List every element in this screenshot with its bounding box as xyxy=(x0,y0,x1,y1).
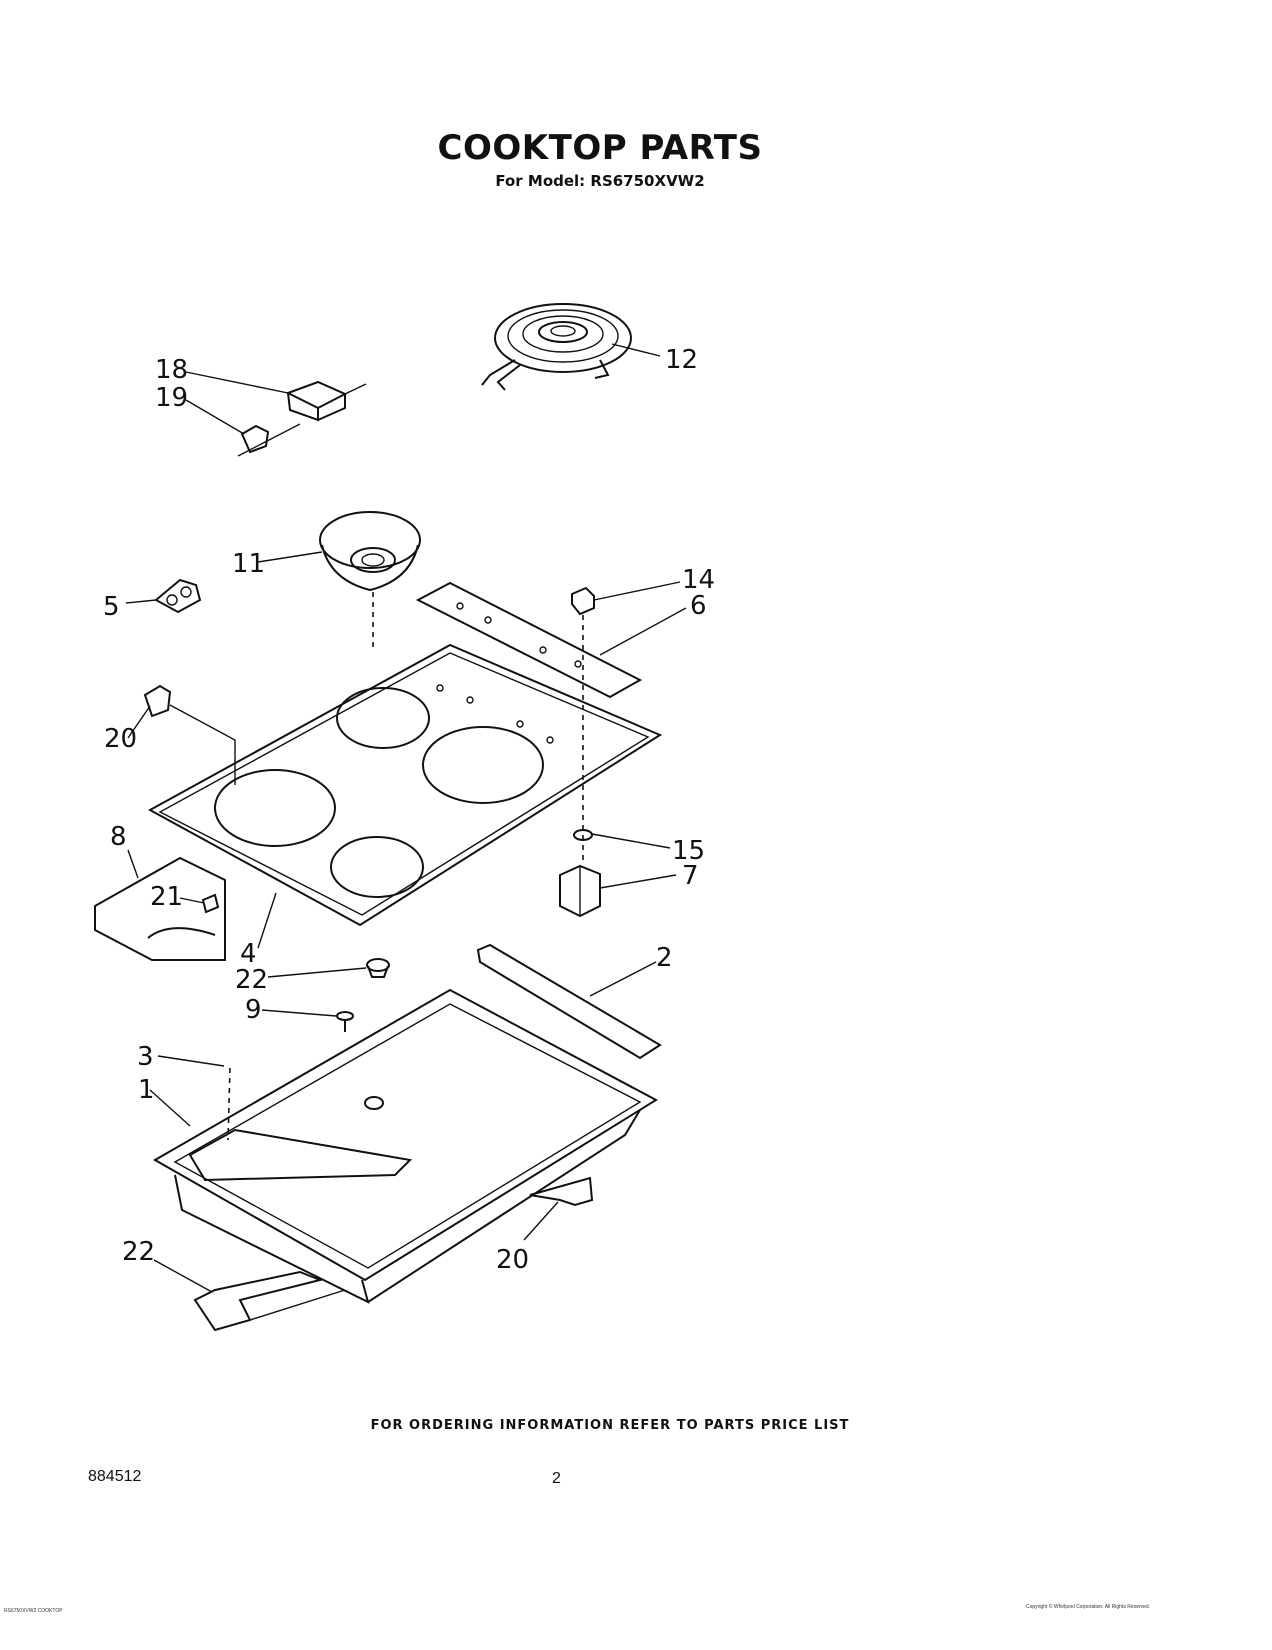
infinite-switch[interactable] xyxy=(559,864,601,918)
label-part-8: 8 xyxy=(110,822,127,852)
terminal-bracket[interactable] xyxy=(285,380,367,422)
screw[interactable] xyxy=(336,1011,354,1032)
label-part-6: 6 xyxy=(690,591,707,621)
page-title: COOKTOP PARTS xyxy=(437,128,763,168)
receptacle[interactable] xyxy=(154,578,202,614)
terminal-block[interactable] xyxy=(237,423,301,457)
wiring-harness-box[interactable] xyxy=(94,856,226,961)
burner-box[interactable] xyxy=(152,988,659,1304)
washer[interactable] xyxy=(573,829,593,841)
support-bar[interactable] xyxy=(188,1067,413,1182)
label-part-5: 5 xyxy=(103,592,120,622)
knob-clip[interactable] xyxy=(571,586,595,616)
side-bracket[interactable] xyxy=(529,1176,594,1207)
drip-bowl[interactable] xyxy=(319,511,421,592)
model-subtitle: For Model: RS6750XVW2 xyxy=(495,172,705,190)
label-part-1: 1 xyxy=(138,1075,155,1105)
label-part-18: 20 xyxy=(104,724,137,754)
label-part-7: 7 xyxy=(682,861,699,891)
label-part-4: 4 xyxy=(240,939,257,969)
wire-nut[interactable] xyxy=(201,893,220,914)
label-part-21: 22 xyxy=(235,965,268,995)
cooktop-main-top[interactable] xyxy=(147,643,663,927)
indicator-light[interactable] xyxy=(143,684,236,785)
copyright-right: Copyright © Whirlpool Corporation. All R… xyxy=(1025,1604,1150,1610)
label-part-15: 15 xyxy=(672,836,705,866)
front-rail[interactable] xyxy=(193,1270,346,1332)
control-panel[interactable] xyxy=(415,581,643,699)
page-number: 2 xyxy=(552,1470,561,1487)
plug-button[interactable] xyxy=(366,958,390,978)
copyright-left: RS6750XVW2 COOKTOP xyxy=(4,1608,63,1614)
label-part-3: 3 xyxy=(137,1042,154,1072)
surface-element-coil[interactable] xyxy=(481,303,632,391)
rear-bracket[interactable] xyxy=(476,943,662,1060)
label-part-20: 20 xyxy=(496,1245,529,1275)
ordering-info-note: FOR ORDERING INFORMATION REFER TO PARTS … xyxy=(370,1418,850,1433)
label-part-11: 11 xyxy=(232,549,265,579)
label-part-9: 9 xyxy=(245,995,262,1025)
label-part-16: 18 xyxy=(155,355,188,385)
label-part-12: 12 xyxy=(665,345,698,375)
document-number: 884512 xyxy=(88,1468,142,1485)
leader-lines xyxy=(125,343,687,1293)
label-part-22: 22 xyxy=(122,1237,155,1267)
label-part-19: 21 xyxy=(150,882,183,912)
label-part-14: 14 xyxy=(682,565,715,595)
label-part-2: 2 xyxy=(656,943,673,973)
label-part-17: 19 xyxy=(155,383,188,413)
